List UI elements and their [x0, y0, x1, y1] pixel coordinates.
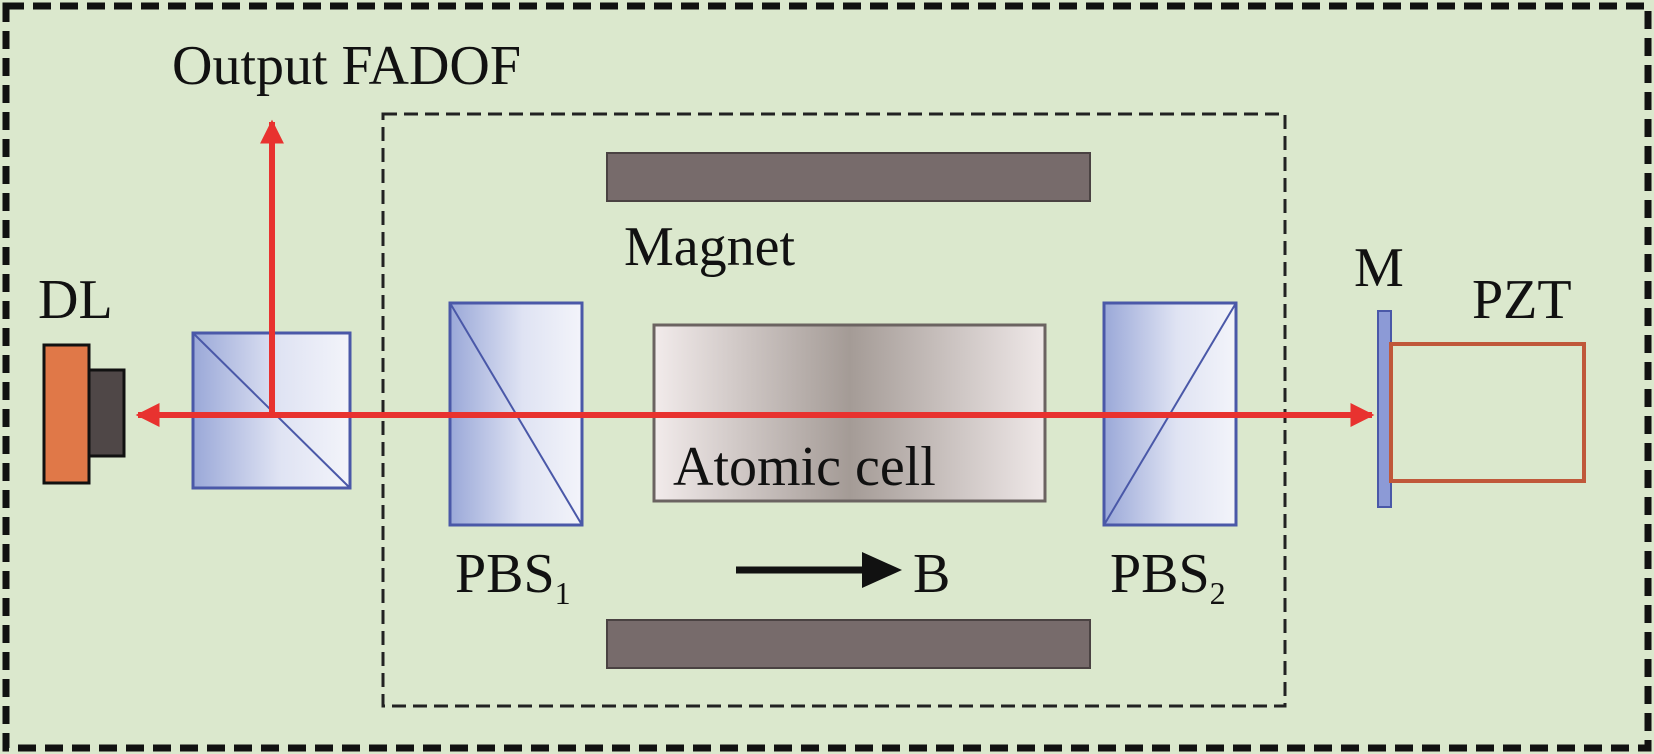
pbs1-label: PBS1: [455, 543, 571, 611]
pbs1-label-sub: 1: [555, 575, 571, 611]
output-label: Output FADOF: [172, 35, 521, 97]
pzt-label: PZT: [1472, 269, 1572, 331]
field-arrow: [736, 552, 902, 588]
field-label: B: [913, 543, 950, 605]
pzt-actuator: [1389, 342, 1586, 483]
atomic-cell-label: Atomic cell: [673, 436, 936, 498]
magnet-top: [606, 152, 1091, 202]
magnet-bottom: [606, 619, 1091, 669]
pbs1-label-main: PBS: [455, 543, 555, 605]
pbs2-label-main: PBS: [1110, 543, 1210, 605]
dl-label: DL: [38, 269, 113, 331]
magnet-label: Magnet: [624, 216, 796, 278]
mirror-label: M: [1354, 237, 1404, 299]
pbs2-label-sub: 2: [1210, 575, 1226, 611]
diode-laser: [42, 343, 126, 485]
pbs2-label: PBS2: [1110, 543, 1226, 611]
